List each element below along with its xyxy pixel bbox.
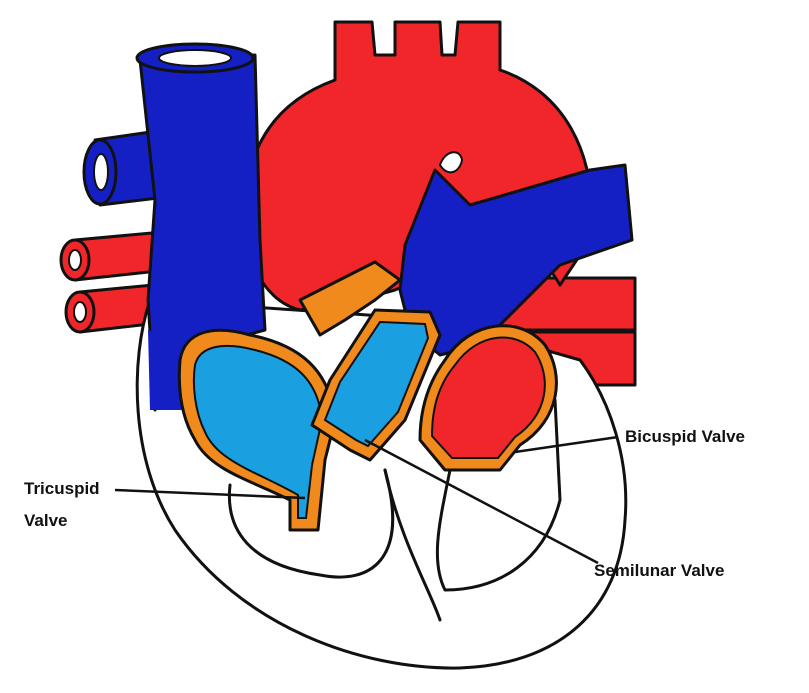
left-ventricle-chamber bbox=[430, 336, 546, 459]
bicuspid-valve-label: Bicuspid Valve bbox=[625, 427, 745, 446]
semilunar-valve-label: Semilunar Valve bbox=[594, 561, 725, 580]
bicuspid-leader bbox=[514, 435, 619, 454]
label-arrows bbox=[114, 435, 619, 565]
right-ventricle-chamber bbox=[192, 344, 324, 519]
aortic-root bbox=[298, 260, 402, 337]
aorta-arch-opening bbox=[438, 151, 464, 174]
right-ventricle-outline bbox=[227, 468, 395, 579]
tricuspid-valve-label-line1: Tricuspid bbox=[24, 479, 100, 498]
tricuspid-leader bbox=[114, 488, 306, 500]
tricuspid-valve-label-line2: Valve bbox=[24, 511, 68, 530]
semilunar-valve-outlet bbox=[323, 320, 430, 448]
semilunar-leader bbox=[364, 438, 599, 565]
